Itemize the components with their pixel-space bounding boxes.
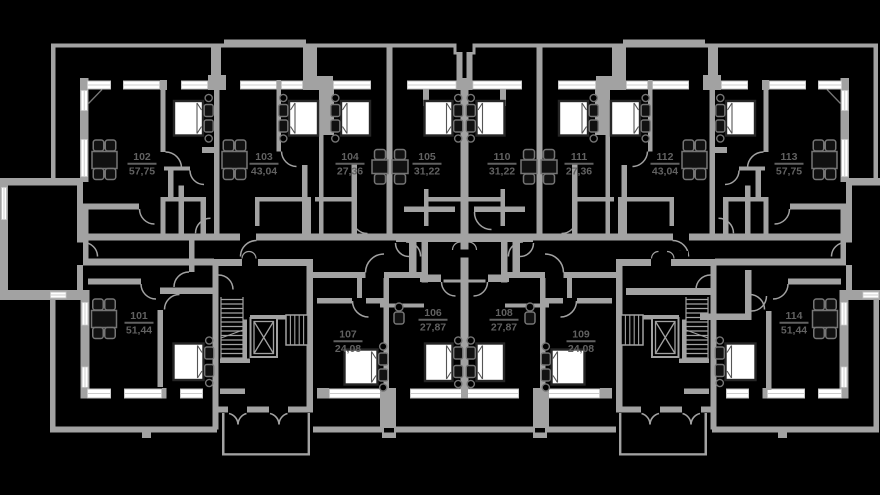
svg-text:114: 114 bbox=[786, 310, 803, 322]
svg-text:24,08: 24,08 bbox=[568, 343, 594, 355]
svg-text:109: 109 bbox=[572, 329, 590, 341]
svg-text:27,87: 27,87 bbox=[491, 321, 517, 333]
svg-text:103: 103 bbox=[255, 151, 273, 163]
svg-text:102: 102 bbox=[133, 151, 151, 163]
svg-text:24,08: 24,08 bbox=[335, 343, 361, 355]
svg-text:31,22: 31,22 bbox=[489, 165, 515, 177]
svg-text:107: 107 bbox=[339, 329, 357, 341]
svg-text:51,44: 51,44 bbox=[781, 324, 807, 336]
svg-text:113: 113 bbox=[781, 151, 798, 163]
svg-text:110: 110 bbox=[494, 151, 511, 163]
svg-text:43,04: 43,04 bbox=[652, 165, 678, 177]
svg-text:101: 101 bbox=[130, 310, 148, 322]
svg-text:27,36: 27,36 bbox=[566, 165, 592, 177]
svg-text:104: 104 bbox=[341, 151, 359, 163]
svg-text:112: 112 bbox=[657, 151, 674, 163]
svg-text:105: 105 bbox=[418, 151, 436, 163]
svg-text:31,22: 31,22 bbox=[414, 165, 440, 177]
svg-text:51,44: 51,44 bbox=[126, 324, 152, 336]
svg-text:27,87: 27,87 bbox=[420, 321, 446, 333]
svg-text:57,75: 57,75 bbox=[129, 165, 155, 177]
svg-text:106: 106 bbox=[424, 307, 442, 319]
svg-text:57,75: 57,75 bbox=[776, 165, 802, 177]
svg-text:111: 111 bbox=[571, 151, 588, 163]
svg-text:43,04: 43,04 bbox=[251, 165, 277, 177]
svg-text:108: 108 bbox=[495, 307, 513, 319]
svg-text:27,36: 27,36 bbox=[337, 165, 363, 177]
